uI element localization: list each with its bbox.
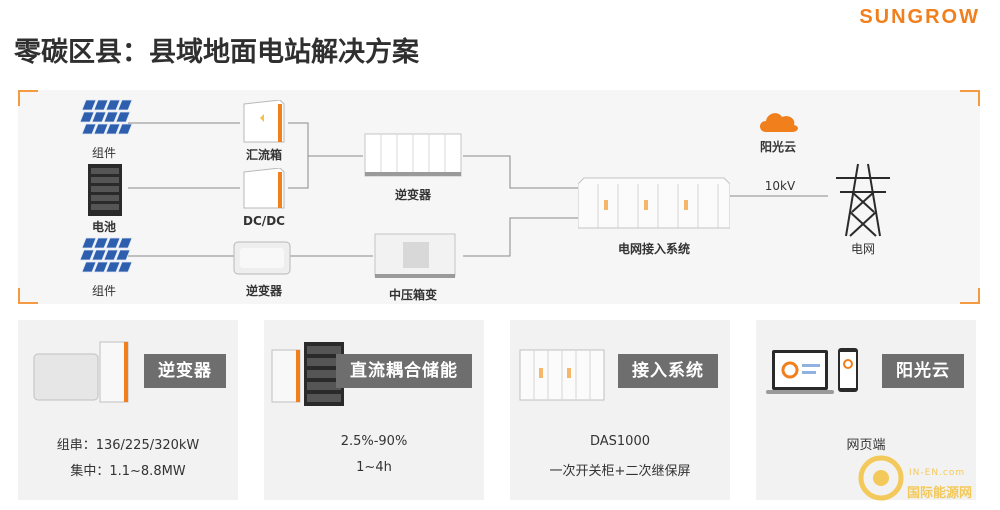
central-inverter-icon — [364, 133, 462, 177]
inverter-product-icon — [33, 341, 129, 403]
dcdc-converter-icon — [243, 168, 285, 209]
string-inverter-icon — [233, 241, 291, 275]
power-tower-icon — [836, 163, 890, 237]
system-diagram: 组件 电池 组件 汇流箱 DC/DC 逆变器 — [18, 90, 980, 304]
watermark-logo-icon — [858, 455, 904, 501]
cloud-label: 阳光云 — [759, 140, 797, 154]
card-spec-line: 组串：136/225/320kW — [56, 438, 200, 453]
card-title: 直流耦合储能 — [336, 354, 472, 388]
corner-bracket — [960, 288, 980, 304]
central-inverter-label: 逆变器 — [394, 188, 432, 202]
product-card-inverter: 逆变器 组串：136/225/320kW 集中：1.1~8.8MW — [18, 320, 238, 500]
grid-access-label: 电网接入系统 — [617, 242, 691, 256]
combiner-box-icon — [243, 100, 285, 143]
cloud-platform-devices-icon — [766, 348, 858, 394]
product-card-storage: 直流耦合储能 2.5%-90% 1~4h — [264, 320, 484, 500]
battery-rack-icon — [88, 164, 122, 216]
card-title: 阳光云 — [882, 354, 964, 388]
corner-bracket — [960, 90, 980, 106]
solar-panel-icon — [80, 99, 133, 135]
watermark: IN-EN.com 国际能源网 — [855, 448, 995, 506]
watermark-text: 国际能源网 — [907, 486, 973, 501]
mv-station-label: 中压箱变 — [388, 288, 438, 302]
cloud-icon — [760, 113, 798, 132]
card-title: 接入系统 — [618, 354, 718, 388]
product-card-access: 接入系统 DAS1000 一次开关柜+二次继保屏 — [510, 320, 730, 500]
card-spec-line: 一次开关柜+二次继保屏 — [549, 464, 691, 479]
voltage-label: 10kV — [764, 179, 796, 193]
module-label: 组件 — [91, 146, 117, 160]
card-title: 逆变器 — [144, 354, 226, 388]
watermark-domain: IN-EN.com — [909, 468, 966, 478]
solar-panel-icon — [80, 237, 133, 273]
grid-label: 电网 — [850, 242, 876, 256]
page-title: 零碳区县：县域地面电站解决方案 — [14, 37, 419, 68]
card-spec-line: 1~4h — [356, 460, 392, 475]
grid-access-cabinet-icon — [578, 177, 730, 229]
combiner-label: 汇流箱 — [245, 148, 283, 162]
card-spec-line: 集中：1.1~8.8MW — [70, 464, 186, 479]
access-system-product-icon — [519, 349, 605, 401]
dcdc-label: DC/DC — [243, 214, 285, 228]
card-spec-line: 2.5%-90% — [340, 434, 408, 449]
module-label: 组件 — [91, 284, 117, 298]
connection-lines — [128, 122, 828, 257]
battery-label: 电池 — [91, 220, 117, 234]
corner-bracket — [18, 288, 38, 304]
card-spec-line: DAS1000 — [589, 434, 650, 449]
card-spec-line: 网页端 — [846, 438, 886, 453]
string-inverter-label: 逆变器 — [245, 284, 283, 298]
brand-logo: SUNGROW — [859, 6, 980, 28]
corner-bracket — [18, 90, 38, 106]
product-card-cloud: 阳光云 网页端 — [756, 320, 976, 500]
mv-station-icon — [374, 233, 456, 278]
